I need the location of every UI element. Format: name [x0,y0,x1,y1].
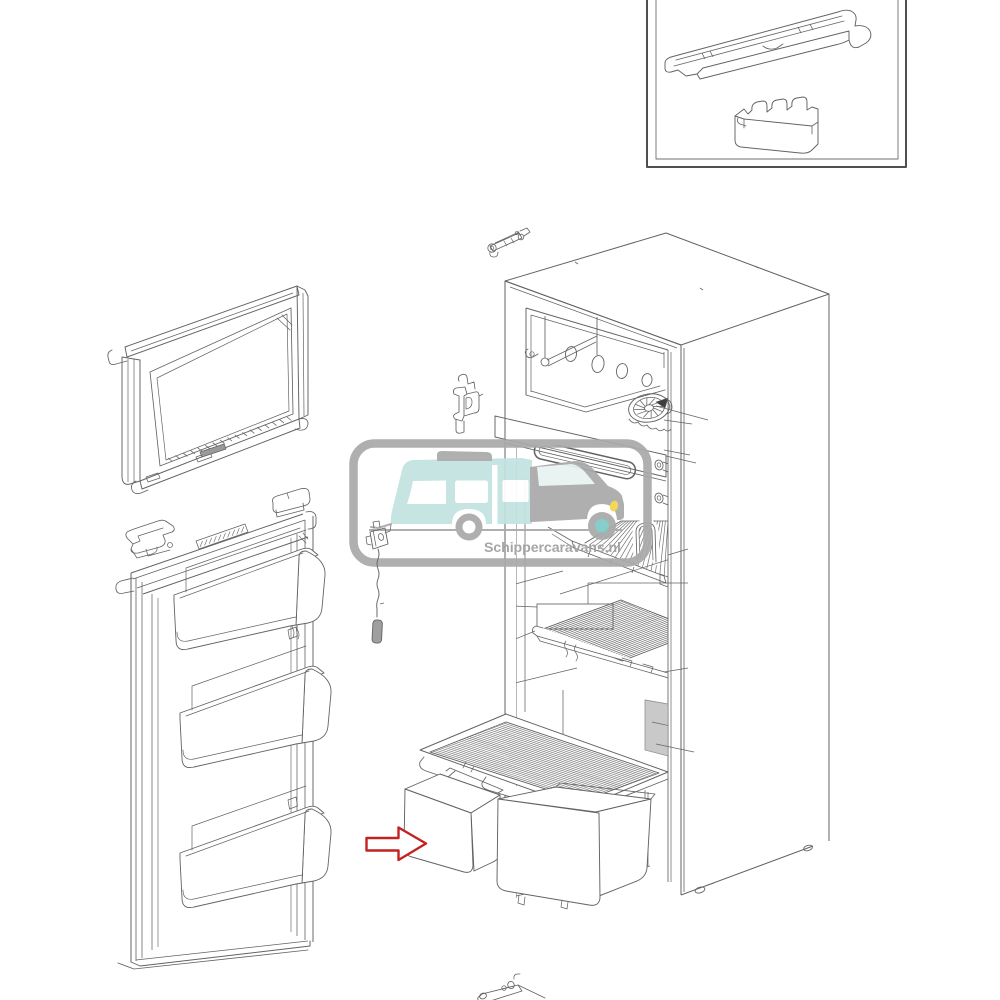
svg-text:Schippercaravans.nl: Schippercaravans.nl [484,540,621,556]
